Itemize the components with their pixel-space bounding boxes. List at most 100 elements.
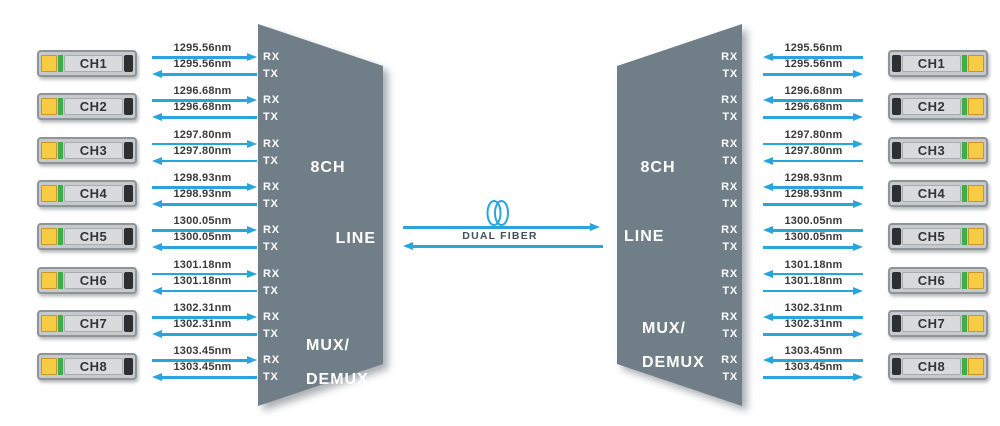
left-mux-line-label: LINE	[335, 230, 376, 247]
left-mux-ch5-rx-label: RX	[263, 224, 280, 237]
arrow-shaft	[771, 272, 863, 276]
left-mux-ch6-rx-label: RX	[263, 267, 280, 280]
right-ch2-lower-wavelength-label: 1296.68nm	[784, 101, 843, 114]
fiber-port-icon	[968, 184, 984, 202]
arrow-shaft	[152, 315, 249, 319]
fiber-port-icon	[41, 358, 57, 376]
fiber-port-icon	[41, 228, 57, 246]
fiber-port-icon	[968, 358, 984, 376]
left-ch3-lower-arrow	[152, 156, 257, 166]
left-ch2-upper-arrow	[152, 96, 257, 105]
left-ch1-upper-arrow	[152, 53, 257, 62]
right-mux-ch4-tx-label: TX	[722, 197, 738, 210]
arrow-head-icon	[152, 329, 162, 338]
arrow-head-icon	[763, 182, 773, 191]
left-mux-size-label: 8CH	[310, 159, 346, 176]
arrow-shaft	[763, 376, 855, 379]
arrow-head-icon	[247, 226, 257, 235]
latch-icon	[892, 358, 901, 376]
right-mux-body	[617, 24, 742, 406]
right-mux-ch1-rx-label: RX	[721, 51, 738, 63]
fiber-port-icon	[968, 55, 984, 72]
arrow-head-icon	[152, 243, 162, 252]
arrow-shaft	[763, 289, 855, 293]
arrow-head-icon	[853, 70, 863, 78]
channel-label: CH2	[64, 98, 123, 116]
arrow-head-icon	[853, 286, 863, 295]
fiber-port-icon	[41, 271, 57, 289]
left-mux-ch7-rx-label: RX	[263, 310, 280, 323]
left-ch1-lower-arrow	[152, 70, 257, 79]
left-ch5-lower-arrow	[152, 243, 257, 252]
status-stripe-icon	[58, 271, 63, 289]
status-stripe-icon	[962, 358, 967, 376]
arrow-shaft	[771, 229, 863, 232]
fiber-port-icon	[968, 314, 984, 332]
arrow-head-icon	[763, 356, 773, 365]
status-stripe-icon	[962, 228, 967, 246]
left-transceiver-ch2: CH2	[37, 93, 137, 121]
right-ch6-lower-arrow	[763, 286, 863, 296]
link-arrow-west	[403, 242, 603, 251]
arrow-shaft	[771, 359, 863, 362]
arrow-head-icon	[763, 96, 773, 105]
arrow-shaft	[763, 73, 855, 76]
latch-icon	[892, 98, 901, 116]
arrow-shaft	[771, 315, 863, 319]
left-ch7-lower-wavelength-label: 1302.31nm	[173, 317, 232, 330]
arrow-head-icon	[763, 269, 773, 278]
arrow-shaft	[160, 289, 257, 293]
mux-label-line1: MUX/	[642, 320, 686, 337]
left-ch4-lower-wavelength-label: 1298.93nm	[173, 187, 232, 200]
right-ch1-upper-wavelength-label: 1295.56nm	[784, 42, 843, 54]
arrow-head-icon	[763, 312, 773, 321]
channel-label: CH4	[902, 184, 961, 202]
right-ch7-upper-arrow	[763, 312, 863, 322]
right-transceiver-ch4: CH4	[888, 179, 988, 207]
arrow-head-icon	[853, 373, 863, 382]
right-ch1-lower-wavelength-label: 1295.56nm	[784, 58, 843, 70]
fiber-port-icon	[41, 314, 57, 332]
right-ch1-lower-arrow	[763, 70, 863, 79]
right-ch5-upper-wavelength-label: 1300.05nm	[784, 215, 843, 228]
arrow-head-icon	[247, 182, 257, 191]
channel-label: CH2	[902, 98, 961, 116]
left-ch2-lower-arrow	[152, 113, 257, 122]
left-mux-ch1-rx-label: RX	[263, 51, 280, 63]
arrow-shaft	[152, 99, 249, 103]
right-ch4-upper-wavelength-label: 1298.93nm	[784, 171, 843, 184]
dual-fiber-label: DUAL FIBER	[462, 230, 538, 242]
left-mux-ch3-rx-label: RX	[263, 137, 280, 150]
right-mux-ch3-rx-label: RX	[721, 137, 738, 150]
channel-label: CH7	[902, 314, 961, 332]
latch-icon	[124, 98, 133, 116]
left-ch7-lower-arrow	[152, 329, 257, 339]
left-ch6-upper-wavelength-label: 1301.18nm	[173, 258, 232, 271]
right-ch2-upper-wavelength-label: 1296.68nm	[784, 85, 843, 98]
right-mux-ch1-tx-label: TX	[722, 68, 738, 80]
arrow-head-icon	[247, 139, 257, 148]
channel-label: CH4	[64, 184, 123, 202]
status-stripe-icon	[962, 271, 967, 289]
channel-label: CH6	[64, 271, 123, 289]
arrow-shaft	[763, 332, 855, 336]
right-mux-ch6-rx-label: RX	[721, 267, 738, 280]
left-ch8-lower-wavelength-label: 1303.45nm	[173, 361, 232, 374]
left-mux-ch4-rx-label: RX	[263, 180, 280, 193]
arrow-shaft	[152, 272, 249, 276]
arrow-head-icon	[247, 53, 257, 61]
right-transceiver-ch7: CH7	[888, 309, 988, 337]
latch-icon	[124, 271, 133, 289]
status-stripe-icon	[58, 358, 63, 376]
status-stripe-icon	[962, 314, 967, 332]
left-mux-muxdemux-label: MUX/ DEMUX	[306, 320, 386, 388]
status-stripe-icon	[58, 98, 63, 116]
arrow-head-icon	[403, 242, 413, 250]
left-ch2-upper-wavelength-label: 1296.68nm	[173, 85, 232, 98]
left-ch3-upper-wavelength-label: 1297.80nm	[173, 128, 232, 141]
right-mux-ch2-rx-label: RX	[721, 94, 738, 107]
right-mux-ch8-tx-label: TX	[722, 371, 738, 384]
latch-icon	[892, 271, 901, 289]
arrow-shaft	[152, 229, 249, 232]
channel-label: CH1	[902, 55, 961, 72]
